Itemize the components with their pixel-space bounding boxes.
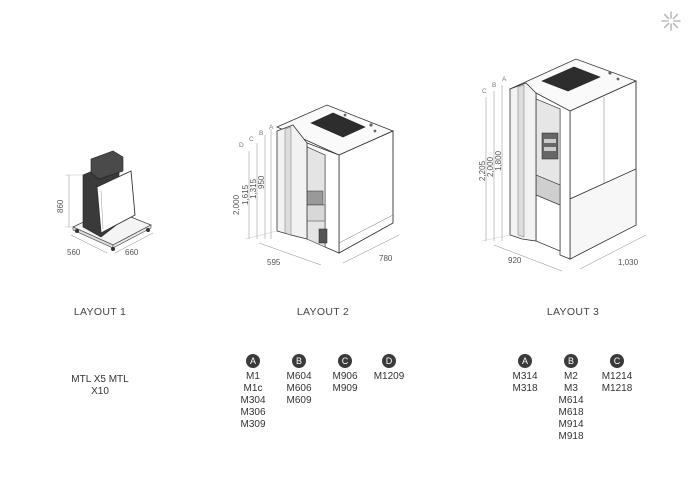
layout2-group-b: B M604 M606 M609 [279,354,319,407]
model-name: M1 [246,371,260,382]
layout3-letter-b: B [492,82,496,89]
model-name: M1214 [601,371,633,382]
model-name: MTL X5 [71,374,106,385]
model-name: M1218 [601,383,633,394]
group-badge-a: A [246,354,260,368]
model-name: M306 [240,407,266,418]
group-badge-b: B [564,354,578,368]
layout2-letter-a: A [269,124,274,131]
layout2-depth-label: 595 [267,258,281,267]
model-name: M2 [564,371,578,382]
layout3-height-a: 1,800 [494,150,503,171]
model-name: M1209 [373,371,405,382]
layout1-depth-label: 560 [67,248,81,257]
layout1-width-label: 660 [125,248,139,257]
layout2-height-a: 950 [257,175,266,189]
layout3-letter-a: A [502,76,507,83]
layout3-group-c: C M1214 M1218 [597,354,637,395]
model-name: MTL X10 [91,374,129,397]
layout3-title: LAYOUT 3 [546,306,600,318]
model-name: M1c [243,383,263,394]
group-badge-c: C [338,354,352,368]
layout3-depth-label: 920 [508,256,522,265]
layout2-letter-b: B [259,130,263,137]
layout2-letter-d: D [239,142,244,149]
group-badge-d: D [382,354,396,368]
layout3-height-c: 2,205 [478,160,487,181]
model-name: M3 [564,383,578,394]
model-name: M304 [240,395,266,406]
group-badge-c: C [610,354,624,368]
model-name: M914 [558,419,584,430]
layout2-width-label: 780 [379,254,393,263]
model-name: M609 [286,395,312,406]
layout2-group-d: D M1209 [369,354,409,383]
model-name: M604 [286,371,312,382]
model-name: M918 [558,431,584,442]
group-badge-a: A [518,354,532,368]
layout2-title: LAYOUT 2 [296,306,350,318]
model-name: M614 [558,395,584,406]
layout3-group-b: B M2 M3 M614 M618 M914 M918 [551,354,591,443]
layout2-machine-drawing: D C B A 2,000 1,615 1,315 950 595 780 [232,104,400,267]
layout2-height-c: 1,615 [241,184,250,205]
model-name: M314 [512,371,538,382]
layout3-height-b: 2,000 [486,156,495,177]
model-name: M606 [286,383,312,394]
layout3-letter-c: C [482,88,487,95]
layout1-machine-drawing: 860 560 660 [56,150,154,257]
model-name: M618 [558,407,584,418]
layout2-height-b: 1,315 [249,178,258,199]
starburst-logo-icon [661,11,681,31]
layout3-group-a: A M314 M318 [505,354,545,395]
model-name: M909 [332,383,358,394]
layout2-group-a: A M1 M1c M304 M306 M309 [233,354,273,431]
layout2-group-c: C M906 M909 [325,354,365,395]
layout3-machine-drawing: C B A 2,205 2,000 1,800 920 1,030 [478,58,647,272]
layout1-height-label: 860 [56,199,65,213]
layout3-width-label: 1,030 [618,258,639,267]
layout1-model-list: MTL X5 MTL X10 [70,374,130,398]
layout2-height-d: 2,000 [232,194,241,215]
group-badge-b: B [292,354,306,368]
layout1-title: LAYOUT 1 [73,306,127,318]
model-name: M318 [512,383,538,394]
model-name: M309 [240,419,266,430]
layout2-letter-c: C [249,136,254,143]
model-name: M906 [332,371,358,382]
